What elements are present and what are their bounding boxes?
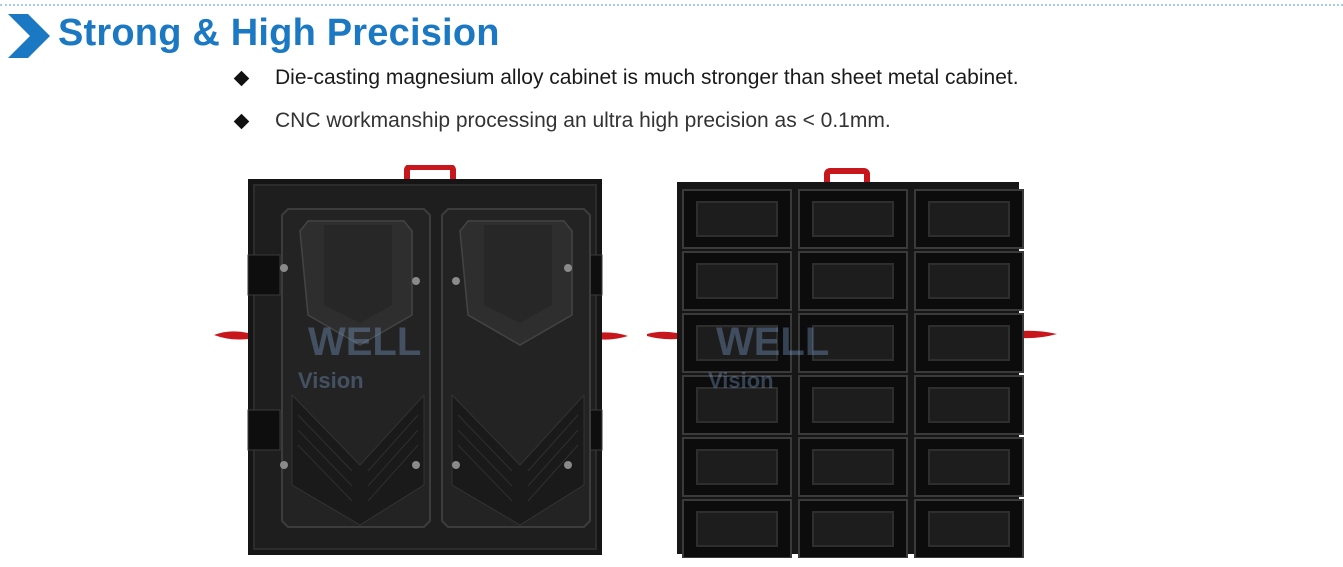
cabinet-cell-detail xyxy=(928,511,1010,547)
cabinet-cell-detail xyxy=(696,201,778,237)
cabinet-cell-detail xyxy=(812,201,894,237)
cabinet-cell-detail xyxy=(812,325,894,361)
watermark-logo: Vision xyxy=(298,368,364,393)
cabinet-back-image xyxy=(647,168,1057,558)
cabinet-cell-detail xyxy=(928,263,1010,299)
cabinet-cell-detail xyxy=(812,387,894,423)
watermark-logo: WELL xyxy=(308,320,422,364)
diamond-bullet-icon xyxy=(233,113,250,129)
cabinet-cell-detail xyxy=(928,387,1010,423)
cabinet-cell-detail xyxy=(812,449,894,485)
page-title: Strong & High Precision xyxy=(58,12,500,54)
diamond-bullet-icon xyxy=(233,70,250,86)
cabinet-cell-detail xyxy=(696,263,778,299)
bullet-text: CNC workmanship processing an ultra high… xyxy=(275,109,891,132)
bullet-item: Die-casting magnesium alloy cabinet is m… xyxy=(233,66,1019,90)
watermark-logo: Vision xyxy=(708,368,774,393)
cabinet-cell-detail xyxy=(696,449,778,485)
top-divider xyxy=(0,4,1343,6)
cabinet-cell-detail xyxy=(928,325,1010,361)
cabinet-cell-detail xyxy=(696,387,778,423)
cabinet-cell-detail xyxy=(696,325,778,361)
cabinet-cell-detail xyxy=(928,201,1010,237)
cabinet-cell-detail xyxy=(928,449,1010,485)
cabinet-cell-detail xyxy=(696,511,778,547)
bullet-item: CNC workmanship processing an ultra high… xyxy=(233,109,891,133)
watermark-logo: WELL xyxy=(716,320,830,364)
chevron-right-icon xyxy=(8,14,50,58)
cabinet-cell-detail xyxy=(812,263,894,299)
cabinet-front-image xyxy=(214,165,628,555)
bullet-text: Die-casting magnesium alloy cabinet is m… xyxy=(275,66,1019,89)
cabinet-cell-detail xyxy=(812,511,894,547)
